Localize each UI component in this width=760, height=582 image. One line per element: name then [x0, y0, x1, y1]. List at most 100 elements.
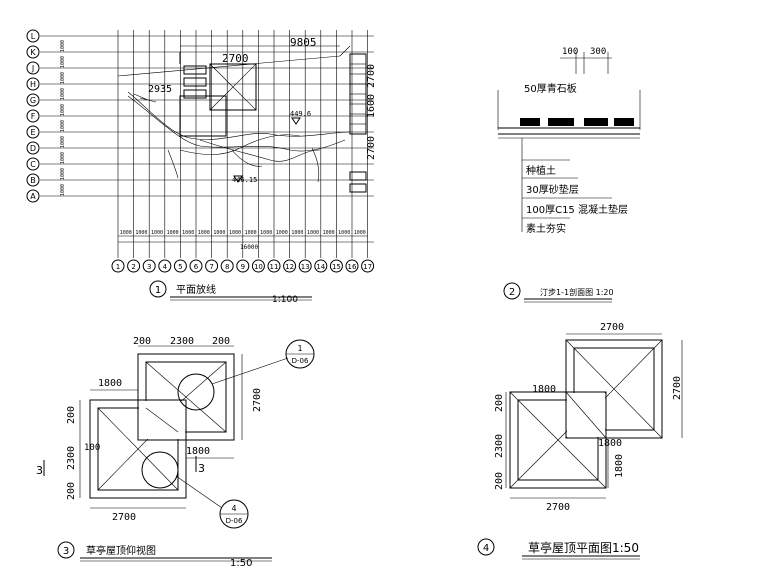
slope-line — [117, 55, 341, 77]
dim-2700r: 2700 — [672, 376, 683, 400]
grid-row-dim: 1000 — [60, 104, 66, 116]
grid-col-dim: 1000 — [276, 230, 288, 236]
dim-100: 100 — [84, 443, 100, 453]
dim-2700r: 2700 — [252, 388, 263, 412]
grid-col-bubble — [283, 259, 297, 273]
dim-2700-right2: 2700 — [366, 136, 377, 160]
grid-col-label: 14 — [316, 263, 325, 271]
caption-bubble — [503, 282, 521, 300]
grid-row-bubble — [26, 173, 40, 187]
grid-col-dim: 1000 — [260, 230, 272, 236]
caption-number: 2 — [509, 287, 515, 298]
layer-label: 30厚砂垫层 — [526, 183, 579, 196]
dim-1600: 1600 — [366, 94, 377, 118]
grid-row-bubble — [26, 109, 40, 123]
stone-slab — [520, 118, 540, 126]
stream-edge — [179, 134, 301, 155]
slope-line — [339, 45, 351, 57]
grid-col-bubble — [251, 259, 265, 273]
layer-label: 种植土 — [526, 164, 556, 177]
grid-row-bubble — [26, 61, 40, 75]
grid-col-label: 1 — [116, 263, 120, 271]
grid-col-bubble — [189, 259, 203, 273]
caption-scale: 1:100 — [272, 295, 298, 305]
caption-scale: 1:50 — [230, 558, 252, 569]
grid-row-bubble — [26, 45, 40, 59]
grid-col-bubble — [314, 259, 328, 273]
dim-2700-right1: 2700 — [366, 64, 377, 88]
grid-col-bubble — [142, 259, 156, 273]
grid-col-label: 8 — [225, 263, 229, 271]
grid-col-label: 15 — [332, 263, 341, 271]
step — [183, 77, 207, 87]
grid-row-dim: 1000 — [60, 88, 66, 100]
site-layout-plan: LKJHGFEDCBA10001000100010001000100010001… — [26, 29, 377, 305]
caption-bubble — [149, 280, 167, 298]
dim-2700b: 2700 — [112, 512, 136, 523]
grid-col-dim: 1000 — [198, 230, 210, 236]
grid-row-label: C — [30, 160, 36, 169]
grid-row-dim: 1000 — [60, 152, 66, 164]
pavilion-square-upper — [209, 63, 257, 111]
dim-1800a: 1800 — [98, 378, 122, 389]
grid-row-bubble — [26, 125, 40, 139]
grid-col-label: 4 — [163, 263, 168, 271]
stream-edge — [127, 95, 346, 152]
caption-title: 草亭屋顶平面图1:50 — [528, 540, 639, 555]
grid-row-bubble — [26, 29, 40, 43]
grid-row-label: K — [30, 48, 36, 57]
overlap-line — [145, 407, 179, 433]
dim-1800l: 1800 — [532, 384, 556, 395]
dim-2300l: 2300 — [494, 434, 505, 458]
caption-title: 平面放线 — [176, 283, 216, 296]
pavilion-ceiling-plan: 1 D-06 4 D-06 200 2300 200 1800 2700 200… — [36, 336, 315, 569]
elevation-2: 446.15 — [232, 176, 257, 184]
grid-row-dim: 1000 — [60, 184, 66, 196]
roof-upper-outer — [565, 339, 663, 439]
grid-col-dim: 1000 — [213, 230, 225, 236]
grid-col-label: 6 — [194, 263, 199, 271]
grid-col-label: 10 — [254, 263, 263, 271]
grid-row-label: F — [31, 112, 36, 121]
stream-edge — [199, 139, 321, 162]
grid-col-label: 2 — [131, 263, 135, 271]
grid-row-dim: 1000 — [60, 120, 66, 132]
grid-row-label: A — [30, 192, 36, 201]
grid-col-label: 12 — [285, 263, 294, 271]
pavilion-roof-plan: 2700 2700 1800 200 2300 200 1800 1800 27… — [477, 322, 683, 560]
grid-col-label: 9 — [241, 263, 245, 271]
grid-col-dim: 1000 — [151, 230, 163, 236]
caption-number: 3 — [63, 546, 69, 557]
dim-200l1: 200 — [66, 406, 77, 424]
grid-col-dim: 1000 — [120, 230, 132, 236]
stone-slab — [584, 118, 608, 126]
grid-row-dim: 1000 — [60, 56, 66, 68]
grid-col-bubble — [361, 259, 375, 273]
dim-2300: 2300 — [170, 336, 194, 347]
grid-col-bubble — [111, 259, 125, 273]
grid-row-bubble — [26, 157, 40, 171]
dim-1800r: 1800 — [598, 438, 622, 449]
grid-col-label: 16 — [348, 263, 357, 271]
dim-1800b: 1800 — [186, 446, 210, 457]
grid-col-label: 7 — [209, 263, 213, 271]
grid-col-dim: 1000 — [135, 230, 147, 236]
pavilion-square-lower — [179, 95, 227, 137]
grid-row-label: G — [30, 96, 36, 105]
grid-row-label: E — [30, 128, 35, 137]
dim-300: 300 — [590, 47, 606, 57]
grid-col-dim: 1000 — [338, 230, 350, 236]
section-mark-right: 3 — [198, 462, 205, 475]
grid-col-bubble — [158, 259, 172, 273]
dim-200l: 200 — [494, 394, 505, 412]
callout-leader — [211, 357, 289, 385]
callout1-num: 1 — [297, 344, 302, 353]
overlap-line — [565, 391, 607, 439]
grid-col-bubble — [329, 259, 343, 273]
grid-col-label: 17 — [363, 263, 372, 271]
grid-row-dim: 1000 — [60, 40, 66, 52]
caption-number: 4 — [483, 543, 489, 554]
section-mark-left: 3 — [36, 464, 43, 477]
dim-2935: 2935 — [148, 84, 172, 95]
grid-col-dim: 1000 — [167, 230, 179, 236]
